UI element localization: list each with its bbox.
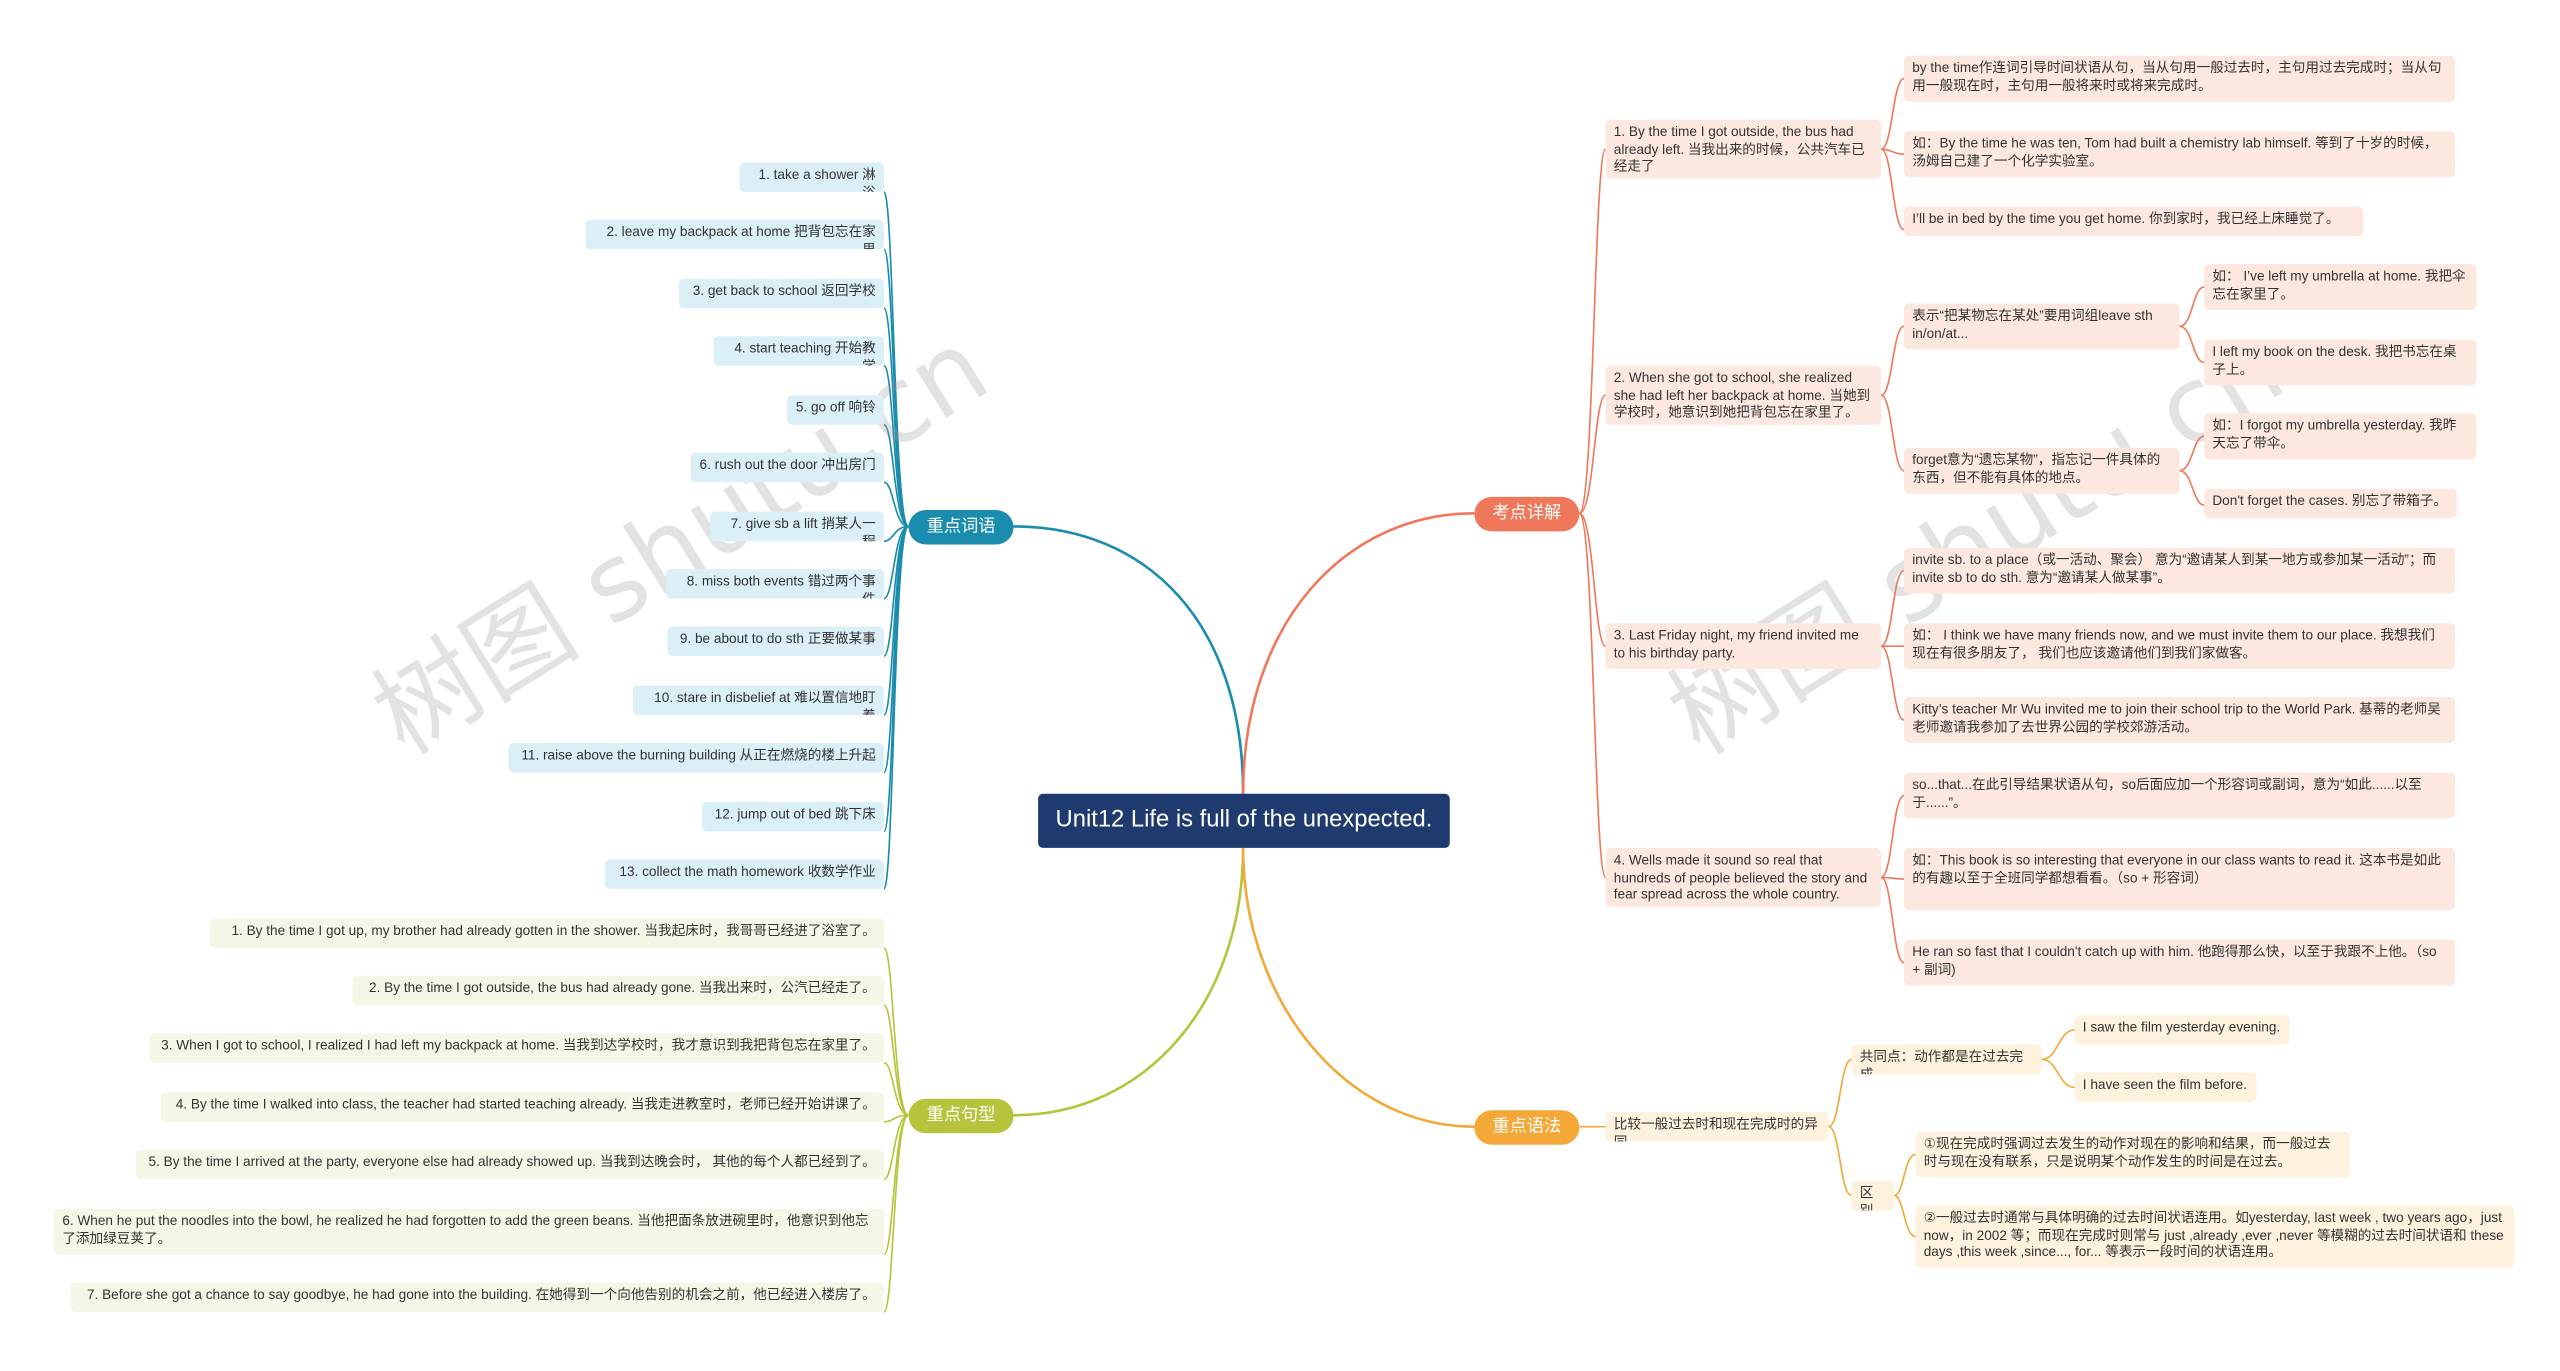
connector-sentence — [883, 1114, 910, 1313]
point-4-detail[interactable]: He ran so fast that I couldn't catch up … — [1904, 939, 2456, 986]
word-item[interactable]: 6. rush out the door 冲出房门 — [690, 452, 884, 483]
word-item[interactable]: 2. leave my backpack at home 把背包忘在家里 — [585, 219, 884, 250]
connector-grammar-example — [2041, 1029, 2075, 1061]
connector-sentence — [883, 1114, 909, 1180]
sentence-item[interactable]: 6. When he put the noodles into the bowl… — [54, 1208, 884, 1255]
point-2-sub[interactable]: forget意为“遗忘某物”，指忘记一件具体的东西，但不能有具体的地点。 — [1904, 447, 2180, 494]
point-3-detail[interactable]: Kitty’s teacher Mr Wu invited me to join… — [1904, 697, 2456, 743]
point-2-example[interactable]: I left my book on the desk. 我把书忘在桌子上。 — [2204, 339, 2477, 386]
connector-point-detail — [1880, 77, 1905, 151]
branch-key-sentences[interactable]: 重点句型 — [908, 1098, 1014, 1134]
connector-grammar-sub — [1828, 1058, 1852, 1128]
connector-point — [1578, 512, 1607, 647]
branch-key-words[interactable]: 重点词语 — [908, 510, 1014, 545]
sentence-item[interactable]: 7. Before she got a chance to say goodby… — [70, 1282, 884, 1312]
sentence-item[interactable]: 4. By the time I walked into class, the … — [160, 1092, 884, 1122]
connector-word — [883, 364, 910, 528]
branch-key-points[interactable]: 考点详解 — [1474, 496, 1580, 532]
connector-point — [1578, 148, 1607, 515]
connector-sentence — [883, 947, 910, 1117]
point-1-detail[interactable]: I’ll be in bed by the time you get home.… — [1904, 206, 2364, 237]
point-1-detail[interactable]: 如：By the time he was ten, Tom had built … — [1904, 131, 2456, 178]
point-3[interactable]: 3. Last Friday night, my friend invited … — [1605, 623, 1882, 670]
connector-word — [883, 481, 909, 528]
word-item[interactable]: 7. give sb a lift 捎某人一程 — [710, 511, 884, 542]
connector-point-example — [2179, 325, 2205, 364]
connector-word — [883, 423, 909, 528]
grammar-common[interactable]: 共同点：动作都是在过去完成。 — [1851, 1044, 2042, 1075]
point-2-example[interactable]: 如：I forgot my umbrella yesterday. 我昨天忘了带… — [2204, 413, 2477, 460]
word-item[interactable]: 12. jump out of bed 跳下床 — [701, 801, 884, 832]
grammar-difference-item[interactable]: ②一般过去时通常与具体明确的过去时间状语连用。如yesterday, last … — [1915, 1205, 2515, 1268]
connector-word — [883, 525, 909, 600]
point-1[interactable]: 1. By the time I got outside, the bus ha… — [1605, 119, 1882, 179]
connector-point-example — [2179, 469, 2205, 506]
word-item[interactable]: 11. raise above the burning building 从正在… — [508, 742, 884, 773]
connector-root-sentences — [1013, 847, 1245, 1117]
word-item[interactable]: 3. get back to school 返回学校 — [678, 278, 884, 309]
connector-point-detail — [1880, 645, 1905, 721]
connector-root-grammar — [1241, 847, 1475, 1128]
point-1-detail[interactable]: by the time作连词引导时间状语从句，当从句用一般过去时，主句用过去完成… — [1904, 55, 2456, 102]
point-4-detail[interactable]: 如：This book is so interesting that every… — [1904, 847, 2456, 911]
connector-point-detail — [1880, 876, 1905, 964]
connector-point-detail — [1880, 569, 1905, 647]
connector-sentence — [883, 1114, 909, 1123]
grammar-common-example[interactable]: I saw the film yesterday evening. — [2074, 1015, 2290, 1045]
connector-point-example — [2179, 286, 2205, 328]
connector-grammar-example — [1893, 1153, 1916, 1197]
connector-point-detail — [1881, 876, 1905, 880]
grammar-difference[interactable]: 区别 — [1851, 1180, 1895, 1211]
point-3-detail[interactable]: 如： I think we have many friends now, and… — [1904, 623, 2456, 670]
word-item[interactable]: 9. be about to do sth 正要做某事 — [667, 626, 884, 656]
connector-point — [1578, 512, 1607, 879]
connector-grammar-example — [2041, 1058, 2075, 1089]
connector-point-detail — [1881, 148, 1905, 155]
connector-point-example — [2179, 435, 2205, 472]
connector-sentence — [883, 1004, 909, 1117]
word-item[interactable]: 10. stare in disbelief at 难以置信地盯着 — [633, 685, 884, 716]
sentence-item[interactable]: 3. When I got to school, I realized I ha… — [149, 1033, 884, 1063]
word-item[interactable]: 8. miss both events 错过两个事件 — [665, 569, 884, 599]
root-topic[interactable]: Unit12 Life is full of the unexpected. — [1038, 793, 1450, 848]
branch-key-grammar[interactable]: 重点语法 — [1474, 1110, 1580, 1145]
sentence-item[interactable]: 2. By the time I got outside, the bus ha… — [352, 975, 884, 1006]
grammar-compare[interactable]: 比较一般过去时和现在完成时的异同 — [1605, 1111, 1829, 1142]
point-2-example[interactable]: Don't forget the cases. 别忘了带箱子。 — [2204, 488, 2457, 519]
word-item[interactable]: 1. take a shower 淋浴 — [739, 162, 884, 192]
point-2[interactable]: 2. When she got to school, she realized … — [1605, 365, 1882, 425]
connector-point — [1578, 394, 1607, 515]
word-item[interactable]: 5. go off 响铃 — [787, 395, 884, 425]
point-2-sub[interactable]: 表示“把某物忘在某处”要用词组leave sth in/on/at... — [1904, 303, 2180, 350]
connector-sentence — [883, 1061, 909, 1117]
connector-root-words — [1013, 525, 1245, 794]
connector-point-detail — [1880, 394, 1905, 472]
connector-grammar-example — [1893, 1194, 1916, 1238]
point-4-detail[interactable]: so...that...在此引导结果状语从句，so后面应加一个形容词或副词，意为… — [1904, 772, 2456, 819]
connector-root-points — [1241, 512, 1475, 794]
word-item[interactable]: 4. start teaching 开始教学 — [713, 336, 884, 366]
connector-point-detail — [1880, 794, 1905, 879]
point-2-example[interactable]: 如： I’ve left my umbrella at home. 我把伞忘在家… — [2204, 264, 2477, 310]
connector-word — [883, 525, 910, 890]
point-4[interactable]: 4. Wells made it sound so real that hund… — [1605, 847, 1882, 907]
connector-point-detail — [1880, 325, 1905, 397]
grammar-difference-item[interactable]: ①现在完成时强调过去发生的动作对现在的影响和结果，而一般过去时与现在没有联系，只… — [1915, 1131, 2351, 1178]
sentence-item[interactable]: 1. By the time I got up, my brother had … — [209, 918, 884, 948]
connector-point-detail — [1880, 148, 1905, 231]
point-3-detail[interactable]: invite sb. to a place（或一活动、聚会） 意为“邀请某人到某… — [1904, 547, 2456, 594]
grammar-common-example[interactable]: I have seen the film before. — [2074, 1072, 2257, 1103]
sentence-item[interactable]: 5. By the time I arrived at the party, e… — [136, 1149, 884, 1180]
word-item[interactable]: 13. collect the math homework 收数学作业 — [605, 859, 884, 889]
connector-grammar-sub — [1828, 1125, 1852, 1197]
